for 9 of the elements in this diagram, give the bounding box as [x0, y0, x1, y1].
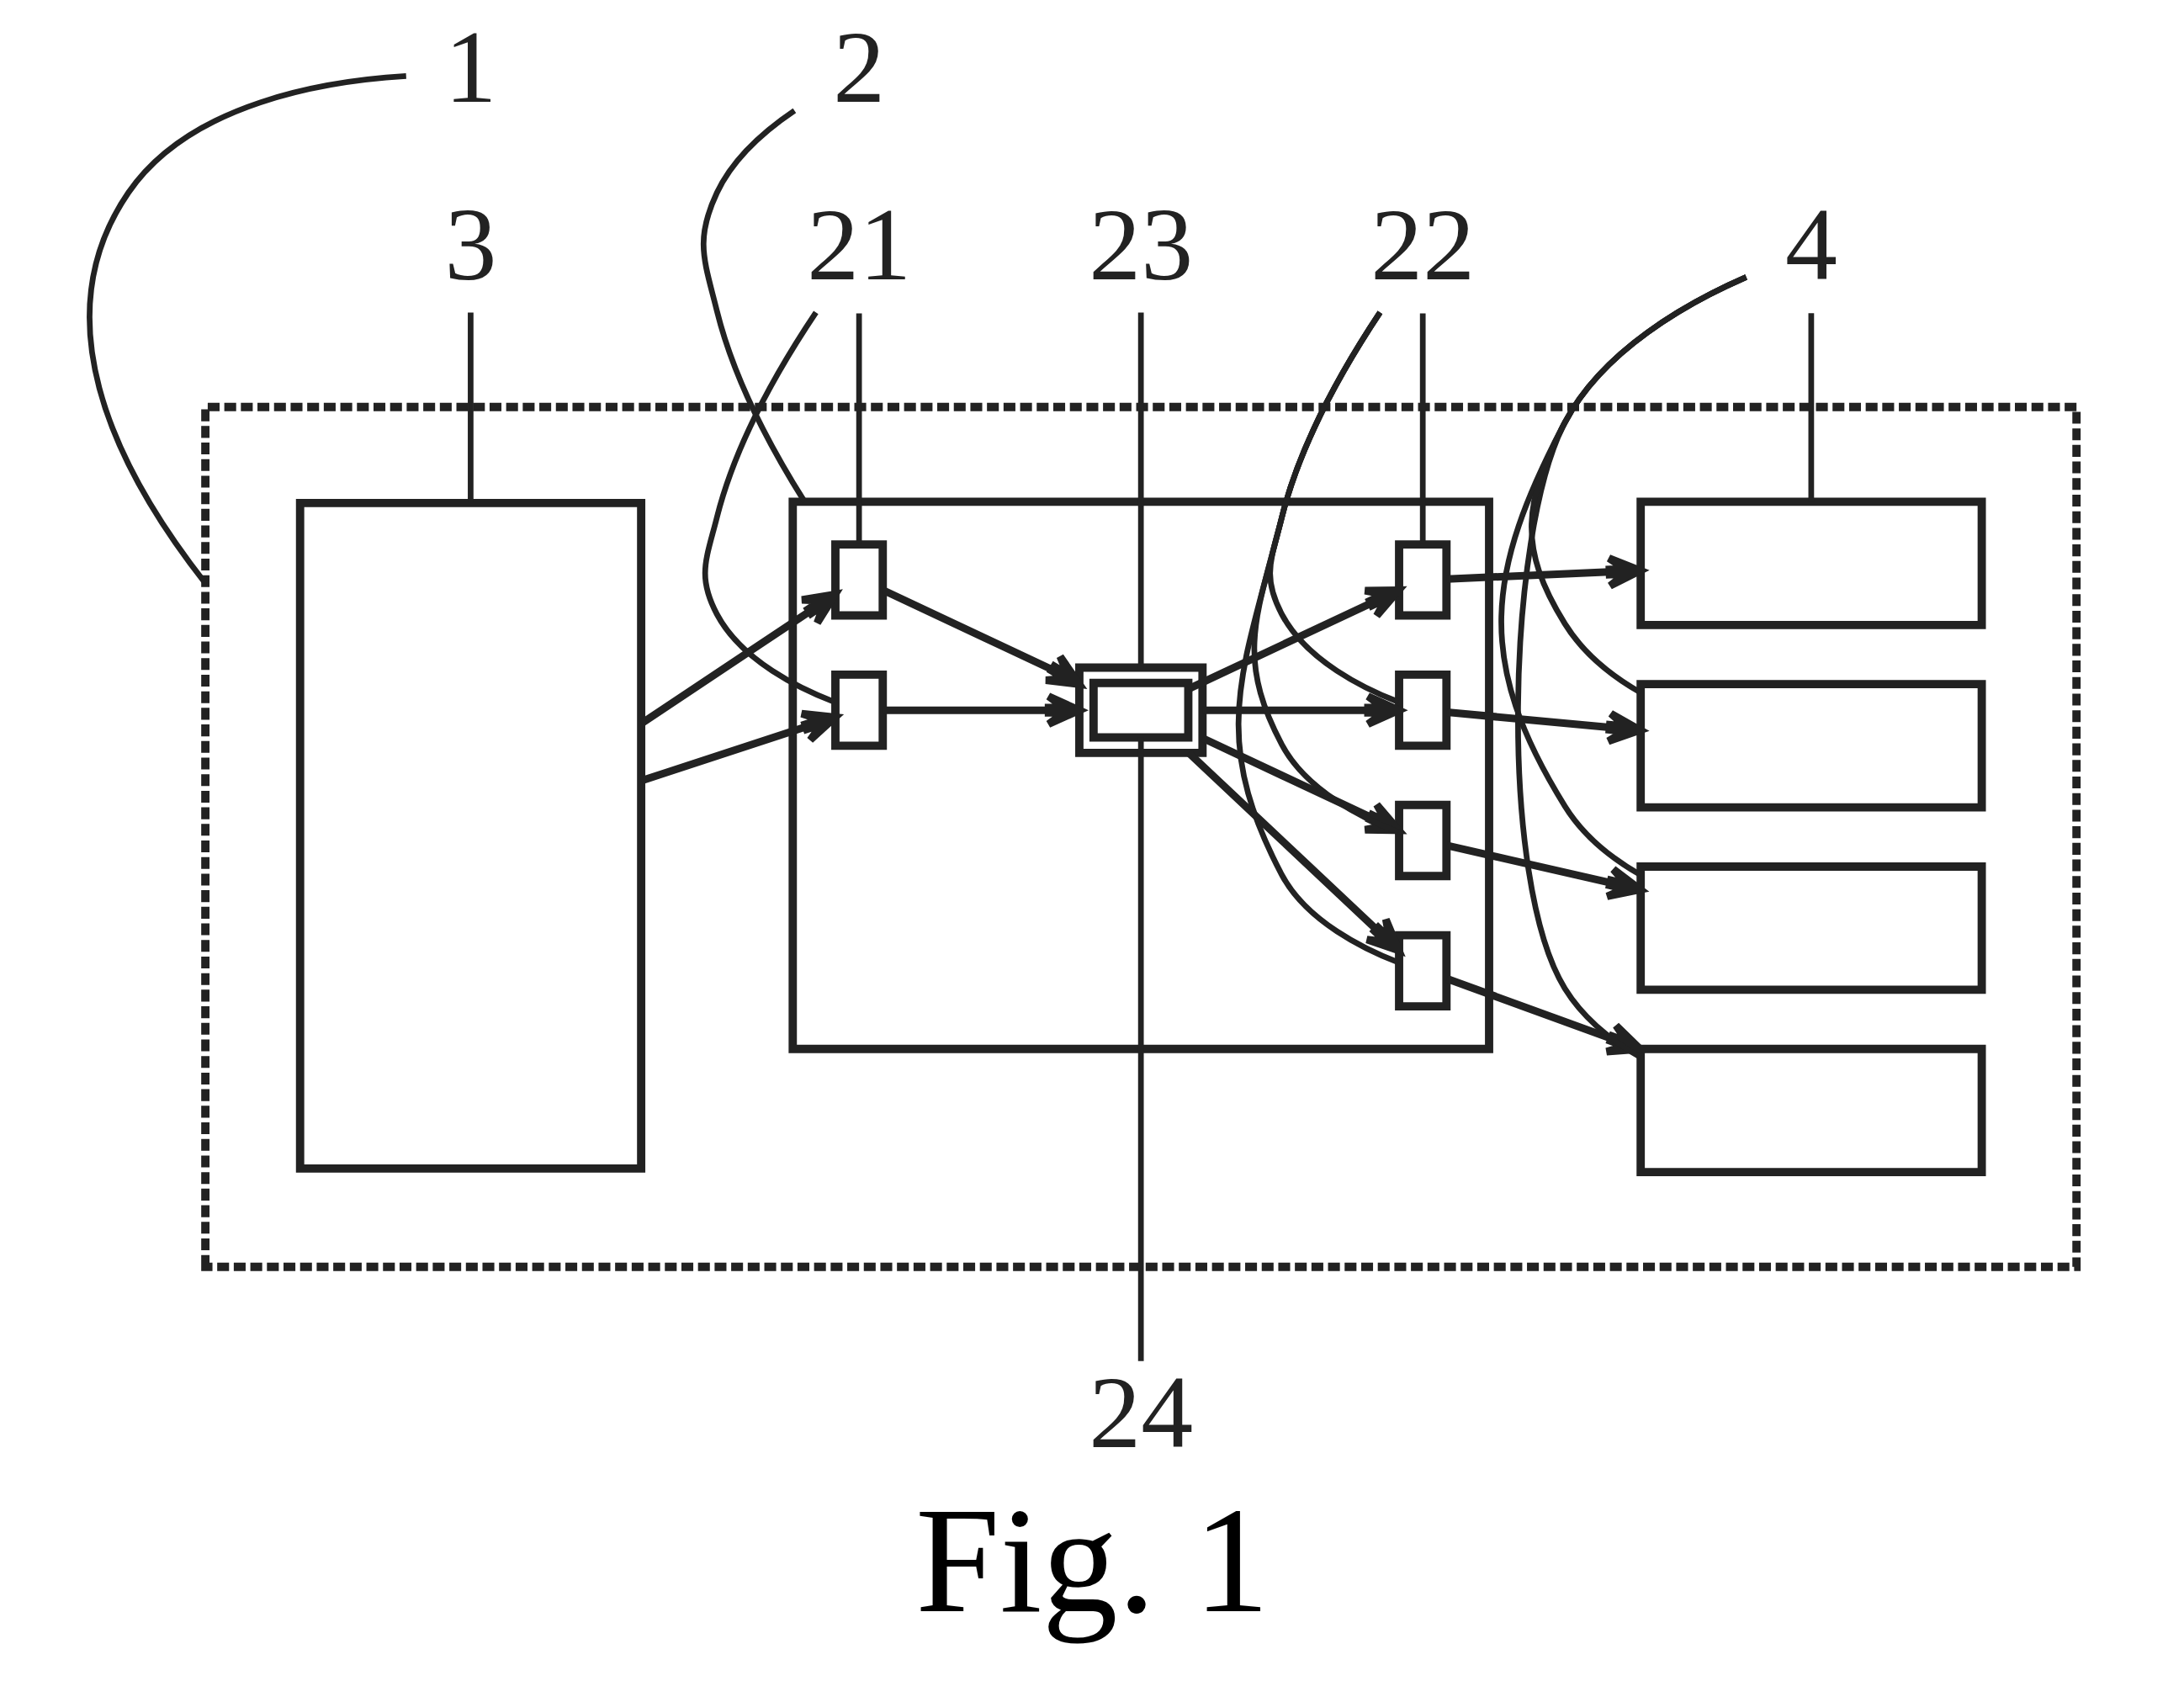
node-text: 22	[1370, 187, 1475, 303]
node-text: 21	[806, 187, 911, 303]
caption: Fig. 1	[914, 1475, 1270, 1644]
node-text: 1	[443, 9, 496, 125]
node-text: 2	[832, 9, 885, 125]
node-text: 23	[1088, 187, 1193, 303]
node-text: 3	[443, 187, 496, 303]
node-text: 24	[1088, 1355, 1193, 1471]
node-text: 4	[1784, 187, 1837, 303]
